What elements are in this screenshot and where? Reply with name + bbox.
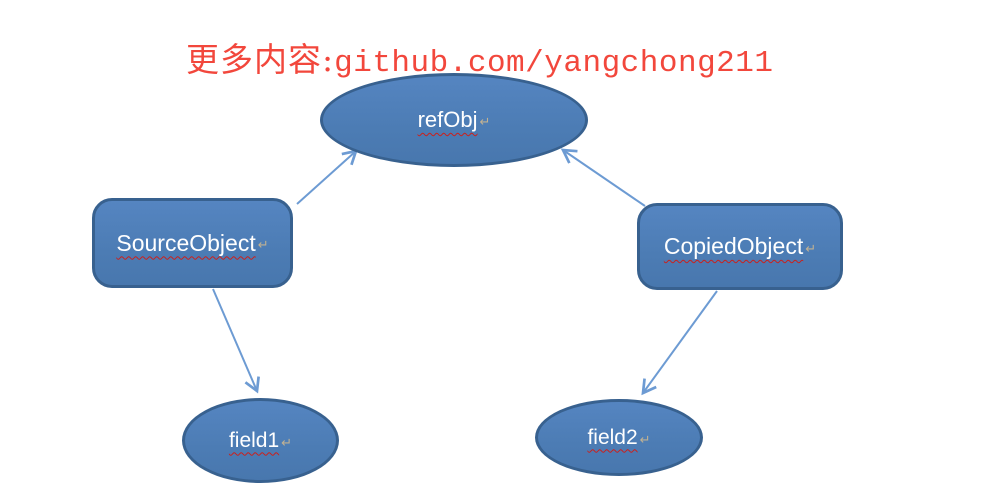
- header-cjk-text: 更多内容:: [186, 40, 335, 79]
- return-mark: ↵: [281, 434, 293, 450]
- return-mark: ↵: [639, 431, 651, 447]
- return-mark: ↵: [479, 114, 491, 129]
- node-refobj-label: refObj: [417, 107, 478, 132]
- node-field1-label: field1: [228, 428, 280, 452]
- node-sourceobject-label: SourceObject: [116, 229, 256, 256]
- edge-sourceobject-to-refobj: [296, 151, 356, 205]
- return-mark: ↵: [257, 237, 269, 252]
- node-field2: field2 ↵: [535, 399, 703, 476]
- node-sourceobject: SourceObject ↵: [92, 198, 293, 288]
- return-mark: ↵: [805, 240, 817, 256]
- edge-copiedobject-to-refobj: [563, 150, 646, 207]
- node-field1: field1 ↵: [182, 398, 339, 483]
- edge-sourceobject-to-field1: [212, 288, 257, 391]
- node-copiedobject-label: CopiedObject: [663, 233, 804, 259]
- edge-copiedobject-to-field2: [643, 290, 718, 393]
- node-copiedobject: CopiedObject ↵: [637, 203, 843, 290]
- node-refobj: refObj ↵: [320, 73, 588, 167]
- node-field2-label: field2: [587, 425, 638, 449]
